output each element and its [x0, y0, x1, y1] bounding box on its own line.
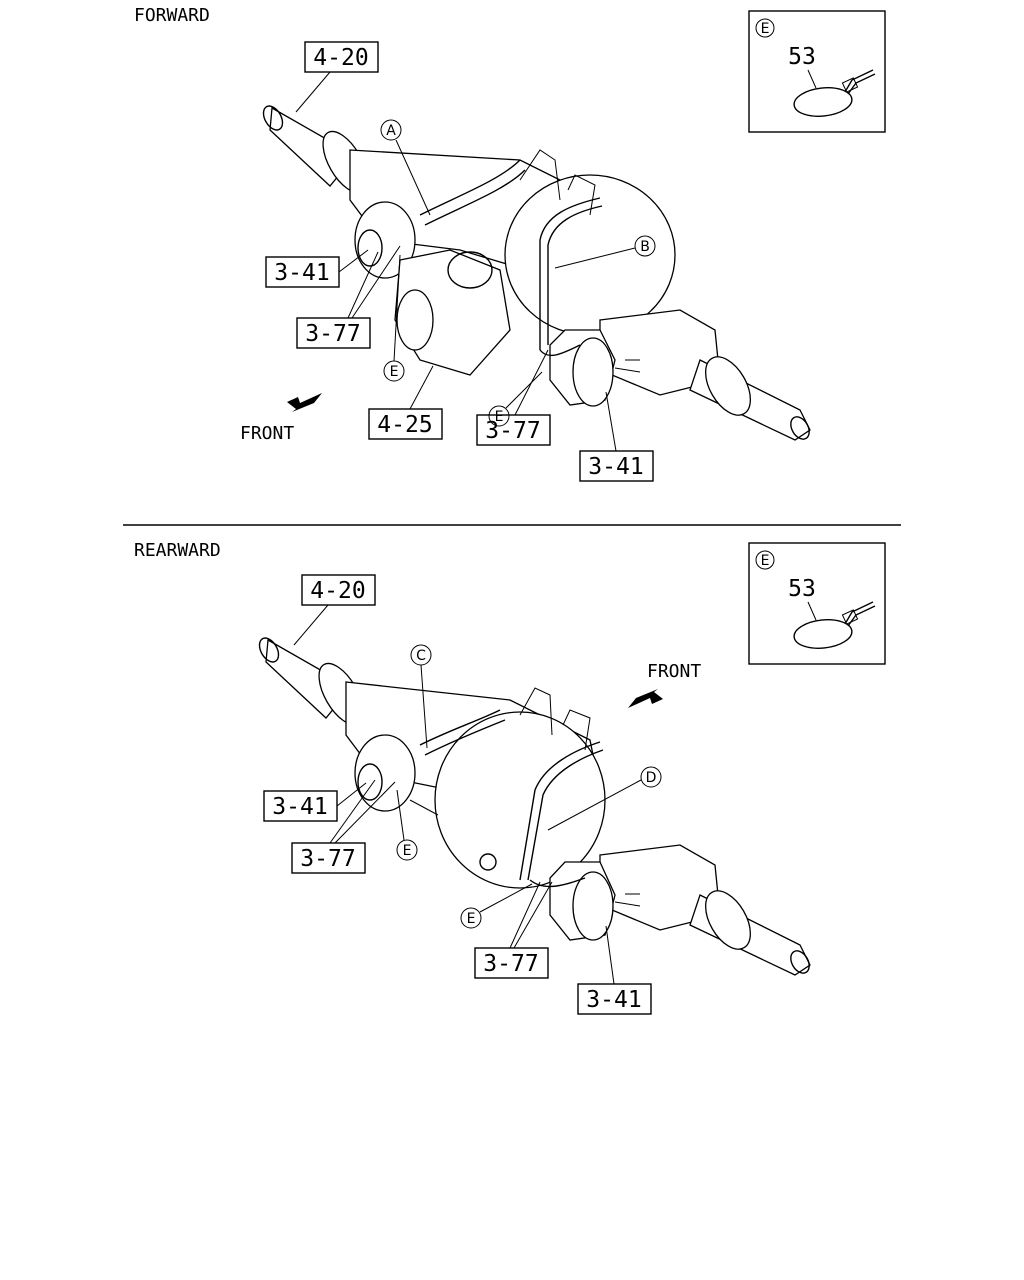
front-label: FRONT	[240, 423, 294, 444]
marker-label: C	[416, 648, 426, 664]
rearward-section: REARWARD E 53	[134, 540, 886, 1015]
front-label: FRONT	[647, 661, 701, 682]
marker-label: E	[467, 911, 476, 927]
detail-box: E 53	[748, 542, 886, 665]
callout-label: 3-41	[274, 260, 329, 286]
axle-assembly-drawing	[258, 637, 811, 976]
front-arrow-icon	[628, 689, 663, 708]
section-title: FORWARD	[134, 5, 210, 26]
forward-section: FORWARD E 53	[134, 5, 886, 482]
markers: C D E E	[396, 644, 662, 929]
detail-marker: E	[761, 553, 770, 569]
markers: A B E E	[380, 119, 656, 427]
callout-label: 3-77	[485, 418, 540, 444]
callout-label: 3-41	[272, 794, 327, 820]
callout-label: 3-77	[483, 951, 538, 977]
axle-assembly-drawing	[262, 105, 811, 441]
callout-label: 4-20	[310, 578, 365, 604]
detail-part-number: 53	[788, 44, 816, 70]
callout-label: 4-20	[313, 45, 368, 71]
callout-label: 3-77	[300, 846, 355, 872]
detail-marker: E	[761, 21, 770, 37]
marker-label: E	[390, 364, 399, 380]
section-title: REARWARD	[134, 540, 221, 561]
marker-label: A	[386, 123, 396, 139]
callouts: 4-20 3-41 3-77 4-25 3-77 3-41	[265, 41, 654, 482]
callout-label: 3-77	[305, 321, 360, 347]
detail-box: E 53	[748, 10, 886, 133]
marker-label: E	[403, 843, 412, 859]
marker-label: E	[495, 409, 504, 425]
front-arrow-icon	[287, 393, 322, 412]
callout-label: 4-25	[377, 412, 432, 438]
marker-label: D	[646, 770, 657, 786]
marker-label: B	[640, 239, 650, 255]
callouts: 4-20 3-41 3-77 3-77 3-41	[263, 574, 652, 1015]
callout-label: 3-41	[586, 987, 641, 1013]
detail-part-number: 53	[788, 576, 816, 602]
callout-label: 3-41	[588, 454, 643, 480]
